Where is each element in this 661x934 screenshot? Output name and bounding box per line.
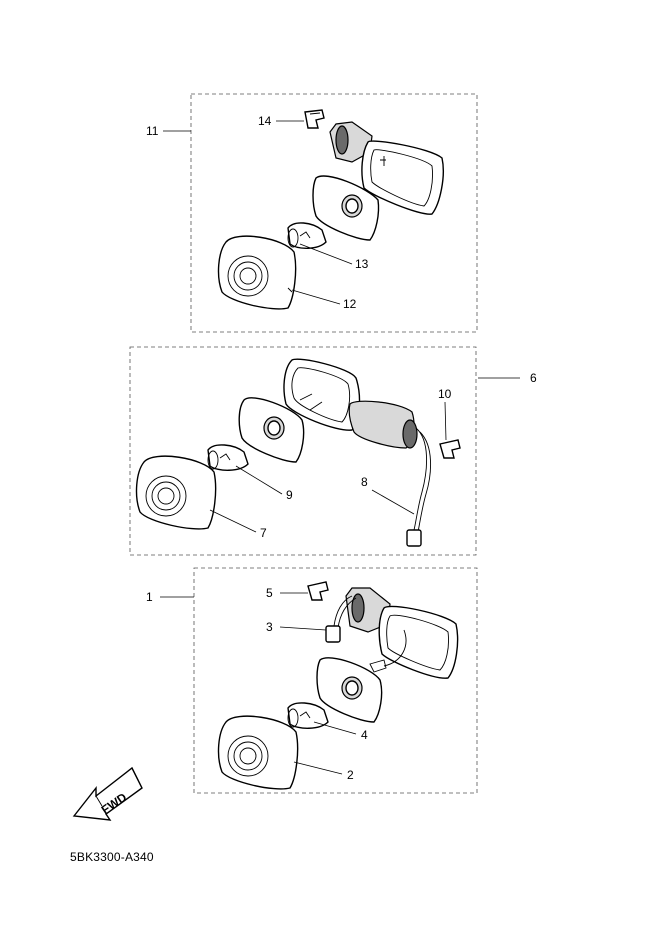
clip-part-14[interactable] — [304, 109, 325, 129]
lens-part-2[interactable] — [217, 715, 299, 790]
clip-part-10[interactable] — [439, 439, 461, 459]
lamp-base-reflector[interactable] — [312, 175, 380, 241]
diagram-code-label: 5BK3300-A340 — [70, 850, 154, 864]
forward-direction-arrow: FWD — [72, 766, 143, 821]
wire-harness-part-8[interactable] — [406, 427, 432, 547]
lens-part-12[interactable] — [217, 235, 297, 310]
callout-3[interactable]: 3 — [266, 620, 273, 634]
turn-signal-housing-body-1[interactable] — [345, 587, 459, 679]
callout-7[interactable]: 7 — [260, 526, 267, 540]
group-6-boundary — [129, 346, 477, 556]
turn-signal-housing-body-6[interactable] — [283, 358, 418, 449]
assembly-group-6: 6 8 10 — [129, 346, 537, 556]
lens-part-7[interactable] — [135, 455, 217, 530]
callout-13[interactable]: 13 — [355, 257, 369, 271]
group-1-boundary — [193, 567, 478, 794]
callout-4[interactable]: 4 — [361, 728, 368, 742]
bulb-part-4[interactable] — [287, 702, 329, 729]
clip-part-5[interactable] — [307, 581, 329, 601]
lamp-base-reflector-6[interactable] — [238, 397, 305, 463]
callout-10[interactable]: 10 — [438, 387, 452, 401]
callout-1[interactable]: 1 — [146, 590, 153, 604]
callout-2[interactable]: 2 — [347, 768, 354, 782]
bulb-part-9[interactable] — [207, 444, 249, 471]
callout-6[interactable]: 6 — [530, 371, 537, 385]
group-11-boundary — [190, 93, 478, 333]
callout-12[interactable]: 12 — [343, 297, 357, 311]
callout-11[interactable]: 11 — [146, 124, 159, 138]
callout-8[interactable]: 8 — [361, 475, 368, 489]
callout-9[interactable]: 9 — [286, 488, 293, 502]
turn-signal-housing-body[interactable] — [329, 121, 444, 215]
callout-14[interactable]: 14 — [258, 114, 272, 128]
callout-5[interactable]: 5 — [266, 586, 273, 600]
assembly-group-11: 11 14 13 — [146, 93, 478, 333]
assembly-group-1: 1 5 3 — [146, 567, 478, 794]
lamp-base-reflector-1[interactable] — [316, 657, 387, 723]
bulb-part-13[interactable] — [287, 222, 327, 249]
wire-harness-part-3[interactable] — [325, 595, 407, 667]
